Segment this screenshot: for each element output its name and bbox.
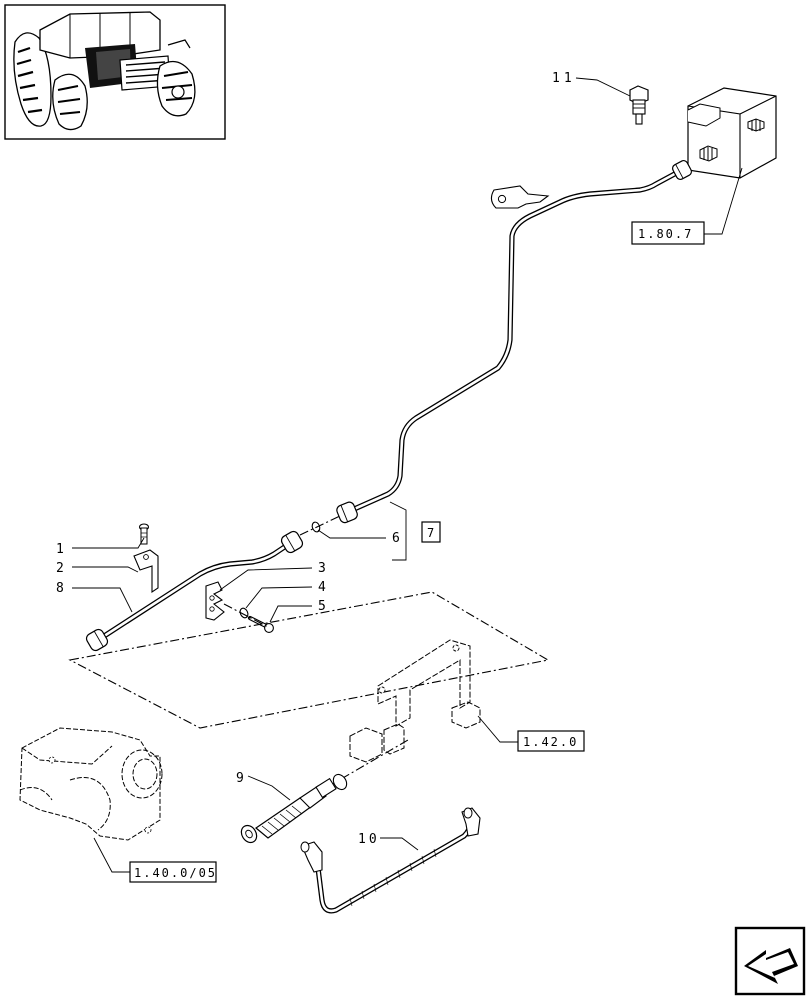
callout-11: 11 [552,71,576,86]
pressure-switch-icon [629,85,649,125]
fastener-axis [223,603,269,628]
callout-1: 1 [56,542,64,557]
flexible-hose-icon [240,739,409,844]
callout-5: 5 [318,599,326,614]
mounting-bracket-icon [133,549,159,594]
svg-text:1.40.0/05: 1.40.0/05 [134,866,217,880]
ref-box-1-42-0[interactable]: 1.42.0 [517,730,585,752]
valve-block-icon [687,87,777,179]
rigid-pipe-icon [336,159,693,524]
assembly-frame [68,591,550,729]
clamp-icon [205,581,225,621]
callout-4: 4 [318,580,326,595]
leader-lines [72,501,407,623]
svg-text:1.80.7: 1.80.7 [638,227,693,241]
screw-icon [247,615,274,633]
callout-8: 8 [56,581,64,596]
flexible-hose-2-icon [300,807,481,914]
svg-text:7: 7 [427,526,436,540]
leader-1-42-0 [477,715,518,743]
leader-1-80-7 [704,167,743,235]
callout-9: 9 [236,771,244,786]
lower-pipe-icon [85,530,304,652]
leader-9 [247,775,291,801]
ref-box-7[interactable]: 7 [421,521,441,543]
bolt-icon [138,523,150,545]
centre-line [299,515,341,536]
tractor-thumbnail-icon [4,4,226,140]
leader-11 [575,77,631,97]
callout-3: 3 [318,561,326,576]
ref-box-1-40-0-05[interactable]: 1.40.0/05 [129,861,217,883]
callout-numbers: 1 2 8 3 4 5 6 9 10 11 [56,71,576,847]
leader-10 [380,837,419,851]
callout-6: 6 [392,531,400,546]
next-page-arrow-icon[interactable] [734,926,806,996]
leader-1-40-0-05 [93,837,130,873]
support-plate-icon [349,639,481,763]
svg-text:1.42.0: 1.42.0 [523,735,578,749]
callout-10: 10 [358,832,380,847]
ref-box-1-80-7[interactable]: 1.80.7 [631,221,705,245]
hydraulic-housing-icon [19,727,163,841]
callout-2: 2 [56,561,64,576]
